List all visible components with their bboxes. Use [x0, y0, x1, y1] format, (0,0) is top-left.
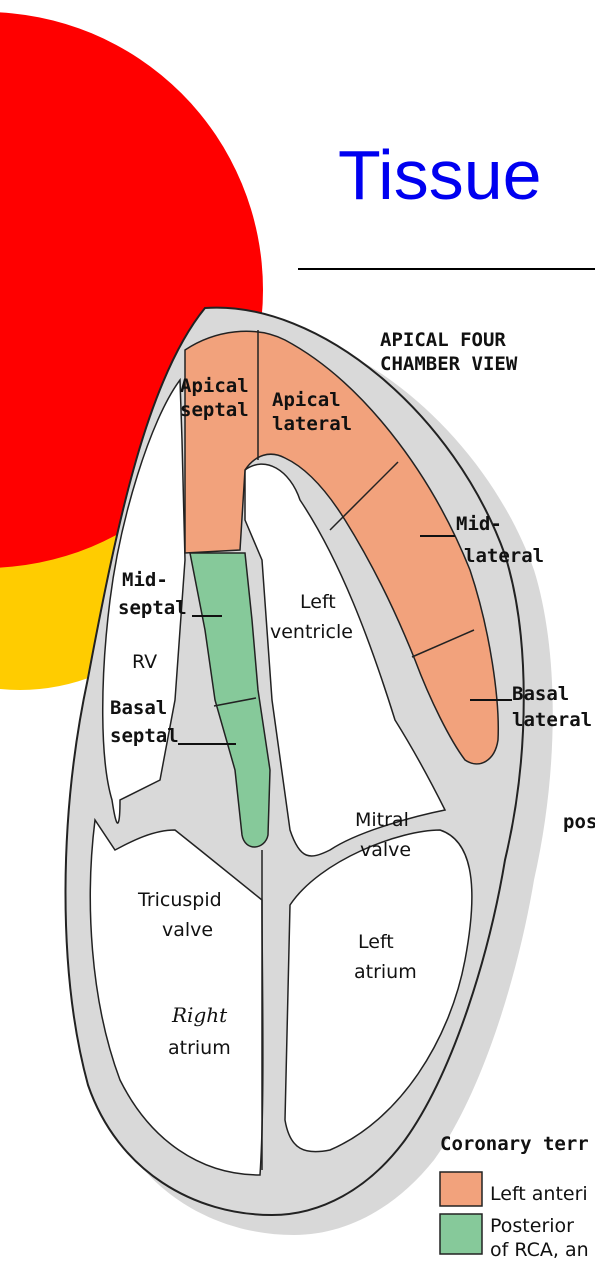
- legend-item-rca-label-1: Posterior: [490, 1215, 574, 1237]
- label-apical-lateral-1: Apical: [272, 389, 341, 411]
- label-left-ventricle-1: Left: [300, 591, 336, 613]
- label-basal-lateral-1: Basal: [512, 683, 569, 705]
- label-mid-septal-1: Mid-: [122, 569, 168, 591]
- label-left-atrium-2: atrium: [354, 961, 417, 983]
- label-rv: RV: [132, 651, 157, 673]
- label-apical-lateral-2: lateral: [272, 413, 352, 435]
- label-pos-fragment: pos: [563, 811, 595, 833]
- label-mid-lateral-1: Mid-: [456, 513, 502, 535]
- label-right-atrium-2: atrium: [168, 1037, 231, 1059]
- label-tricuspid-valve-2: valve: [162, 919, 213, 941]
- label-apical-septal-2: septal: [180, 399, 249, 421]
- label-basal-septal-2: septal: [110, 725, 179, 747]
- label-mid-lateral-2: lateral: [464, 545, 544, 567]
- label-mid-septal-2: septal: [118, 597, 187, 619]
- legend-swatch-lad: [440, 1172, 482, 1206]
- label-left-atrium-1: Left: [358, 931, 394, 953]
- legend-swatch-rca: [440, 1214, 482, 1254]
- label-left-ventricle-2: ventricle: [270, 621, 353, 643]
- label-apical-septal-1: Apical: [180, 375, 249, 397]
- label-mitral-valve-1: Mitral: [355, 809, 409, 831]
- legend-title: Coronary terr: [440, 1133, 589, 1155]
- view-title-line2: CHAMBER VIEW: [380, 353, 518, 375]
- label-basal-septal-1: Basal: [110, 697, 167, 719]
- legend-item-lad-label: Left anteri: [490, 1183, 588, 1205]
- label-basal-lateral-2: lateral: [512, 709, 592, 731]
- legend-item-rca-label-2: of RCA, an: [490, 1239, 589, 1261]
- label-right-atrium-1: Right: [171, 1003, 228, 1027]
- label-tricuspid-valve-1: Tricuspid: [137, 889, 222, 911]
- view-title-line1: APICAL FOUR: [380, 329, 506, 351]
- label-mitral-valve-2: valve: [360, 839, 411, 861]
